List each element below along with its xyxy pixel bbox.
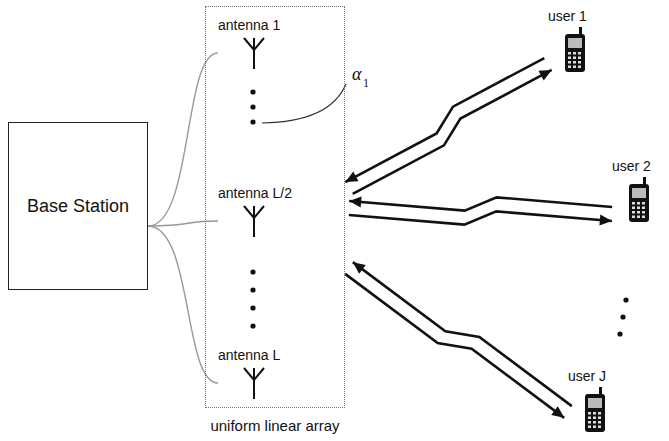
antenna-symbol [243,366,265,400]
node-label: Base Station [27,196,129,217]
wireless-link [345,58,551,194]
feed-line [148,221,218,226]
node-label: antenna 1 [218,17,298,33]
antenna-node: antenna 1 [218,17,298,70]
base-station-box: Base Station [8,122,148,290]
angle-symbol: α [352,64,361,85]
angle-subscript: 1 [363,76,369,91]
phone-icon [582,387,608,433]
wireless-link [345,262,572,418]
user-node: user 2 [612,158,658,223]
angle-arc [262,84,346,123]
node-label: user J [568,368,614,384]
caption-text: uniform linear array [210,417,339,434]
node-label: antenna L/2 [218,185,298,201]
feed-line [148,226,218,383]
antenna-symbol [243,204,265,238]
phone-icon [626,177,652,223]
antenna-node: antenna L/2 [218,185,298,238]
user-node: user 1 [548,8,594,73]
phone-icon [562,27,588,73]
feed-line [148,53,218,226]
user-node: user J [568,368,614,433]
node-label: user 2 [612,158,658,174]
antenna-node: antenna L [218,347,298,400]
node-label: user 1 [548,8,594,24]
wireless-link [349,197,612,226]
antenna-symbol [243,36,265,70]
node-label: antenna L [218,347,298,363]
array-region: uniform linear arrayantenna 1antenna L/2… [205,6,345,408]
